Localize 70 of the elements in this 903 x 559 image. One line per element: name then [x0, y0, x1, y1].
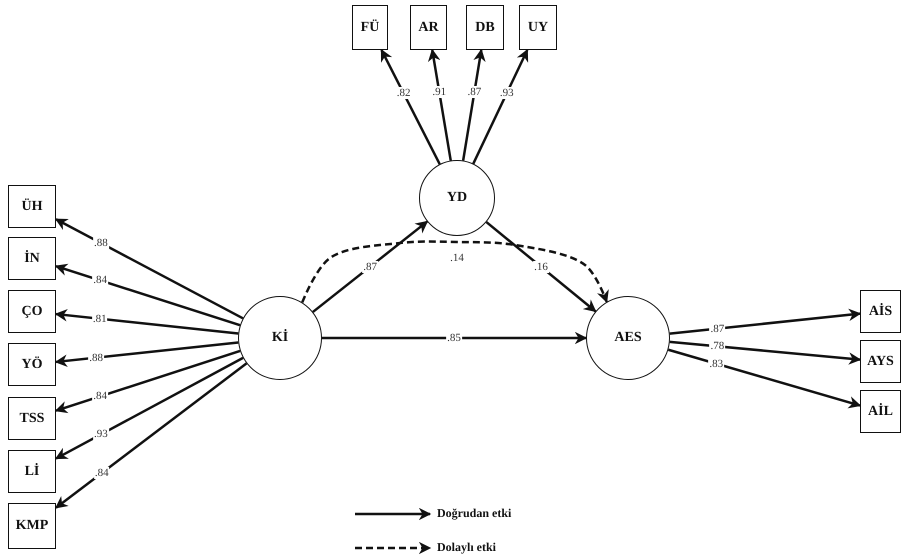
edge-label: .81	[92, 312, 108, 325]
variable-label: AYS	[867, 354, 894, 370]
edge-label: .84	[92, 390, 108, 402]
variable-label: AES	[614, 330, 642, 346]
observed-variable-box	[860, 390, 901, 433]
observed-variable-box	[8, 343, 56, 386]
edge-label: .93	[498, 87, 515, 100]
variable-label: YD	[446, 190, 468, 206]
edge-label: .88	[92, 237, 109, 249]
variable-label: FÜ	[360, 20, 380, 36]
variable-label: AR	[418, 20, 439, 36]
observed-variable-box	[8, 237, 56, 280]
observed-variable-box	[8, 450, 56, 493]
edge-label: .87	[709, 322, 726, 335]
edge-label: .87	[466, 86, 482, 98]
arrow	[670, 308, 862, 335]
edge-label: .82	[396, 87, 412, 100]
edge-label: .91	[431, 86, 448, 98]
observed-variable-box	[519, 5, 557, 50]
arrow	[668, 348, 862, 408]
variable-label: AİL	[868, 404, 893, 420]
observed-variable-box	[8, 397, 56, 440]
edge-label: .88	[88, 352, 104, 364]
variable-label: YÖ	[22, 356, 42, 372]
arrow	[462, 48, 486, 161]
variable-label: TSS	[20, 410, 44, 426]
edge-label: .84	[92, 274, 108, 286]
variable-label: KMP	[16, 518, 48, 534]
variable-label: ÇO	[22, 304, 42, 320]
arrow	[54, 356, 244, 460]
edge-label: .83	[708, 358, 724, 370]
arrow	[428, 48, 452, 161]
variable-label: ÜH	[22, 198, 42, 214]
observed-variable-box	[860, 290, 901, 333]
edge-label: .78	[709, 340, 726, 352]
arrow	[312, 220, 428, 313]
arrow	[54, 218, 244, 320]
arrow	[54, 341, 238, 367]
arrow	[380, 48, 441, 165]
arrow	[472, 48, 528, 164]
observed-variable-box	[8, 185, 56, 228]
latent-variable-circle	[419, 160, 495, 236]
legend-label: Doğrudan etki	[437, 506, 512, 521]
observed-variable-box	[8, 503, 56, 549]
legend-label: Dolaylı etki	[437, 540, 496, 555]
arrow	[54, 309, 238, 335]
arrow	[486, 221, 596, 312]
observed-variable-box	[352, 5, 388, 50]
observed-variable-box	[860, 340, 901, 383]
edge-label: .87	[362, 260, 378, 273]
edge-label: .14	[449, 252, 465, 264]
observed-variable-box	[410, 5, 447, 50]
variable-label: AİS	[868, 304, 892, 320]
edge-label: .93	[93, 428, 109, 440]
arrow	[54, 350, 240, 414]
observed-variable-box	[8, 290, 56, 333]
arrow	[54, 264, 240, 326]
arrow	[55, 362, 248, 509]
variable-label: Kİ	[272, 330, 288, 346]
variable-label: Lİ	[24, 464, 40, 480]
edge-label: .84	[94, 467, 110, 480]
edge-label: .85	[446, 332, 462, 344]
variable-label: İN	[24, 250, 40, 266]
arrow	[670, 340, 862, 365]
arrow	[322, 332, 588, 344]
dashed-arrow	[301, 240, 609, 303]
observed-variable-box	[466, 5, 504, 50]
variable-label: DB	[475, 20, 495, 36]
variable-label: UY	[528, 20, 548, 36]
edge-label: .16	[533, 260, 549, 273]
